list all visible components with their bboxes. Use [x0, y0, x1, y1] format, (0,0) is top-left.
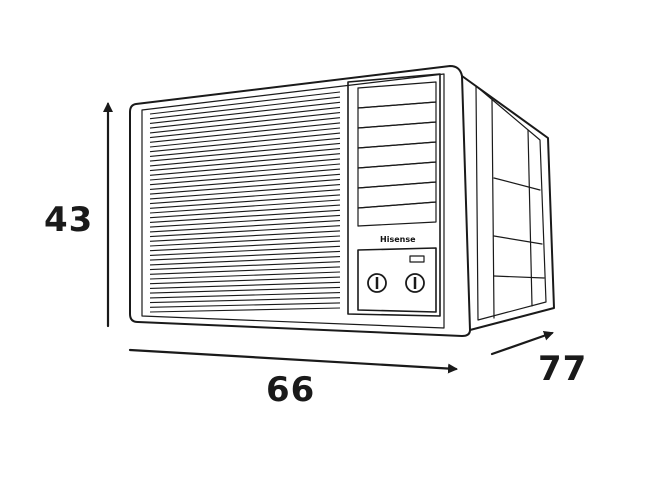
height-dimension-label: 43 [44, 200, 94, 240]
vent-louvers [357, 81, 437, 227]
grille-line [149, 117, 341, 139]
right-knob [405, 273, 425, 293]
side-panel [461, 75, 555, 331]
width-dimension-label: 66 [266, 370, 316, 410]
control-panel [357, 247, 437, 313]
grille-line [149, 101, 341, 124]
grille-line [149, 112, 341, 134]
control-knobs [367, 273, 425, 293]
grille-line [149, 168, 341, 186]
grille-line [149, 96, 341, 120]
grille-line [149, 281, 341, 289]
grille-line [149, 173, 341, 190]
unit-outer-body [129, 65, 471, 337]
grille-line [149, 261, 341, 271]
grille-line [149, 235, 341, 247]
grille-line [149, 148, 341, 167]
indicator-light [409, 255, 425, 263]
grille-line [149, 286, 341, 294]
depth-arrow [490, 330, 554, 356]
grille-line [149, 220, 341, 233]
grille-line [149, 307, 341, 313]
brand-logo-text: Hisense [380, 235, 416, 244]
grille-line [149, 132, 341, 153]
front-panel-border [141, 73, 445, 329]
grille-line [149, 230, 341, 242]
grille-line [149, 204, 341, 219]
grille-line [149, 127, 341, 148]
grille-line [149, 250, 341, 261]
control-section [347, 73, 441, 317]
grille-line [149, 106, 341, 129]
grille-line [149, 240, 341, 252]
grille-line [149, 184, 341, 200]
grille-line [149, 266, 341, 275]
grille-line [149, 302, 341, 308]
grille-line [149, 245, 341, 256]
grille-line [149, 91, 341, 115]
depth-dimension-label: 77 [538, 349, 588, 389]
side-panel-inner [475, 85, 547, 321]
grille-line [149, 297, 341, 304]
grille-line [149, 189, 341, 205]
grille-line [149, 194, 341, 209]
grille-line [149, 158, 341, 176]
grille-line [149, 256, 341, 266]
grille-line [149, 153, 341, 172]
grille-line [149, 209, 341, 223]
grille-line [149, 292, 341, 299]
grille-line [149, 225, 341, 238]
grille-line [149, 142, 341, 162]
grille-line [149, 271, 341, 280]
grille-line [149, 199, 341, 214]
left-knob [367, 273, 387, 293]
grille-line [149, 276, 341, 285]
grille-line [149, 137, 341, 157]
front-grille [149, 91, 341, 313]
width-arrow [128, 348, 458, 374]
grille-line [149, 163, 341, 181]
grille-line [149, 178, 341, 195]
grille-line [149, 214, 341, 228]
grille-line [149, 122, 341, 143]
